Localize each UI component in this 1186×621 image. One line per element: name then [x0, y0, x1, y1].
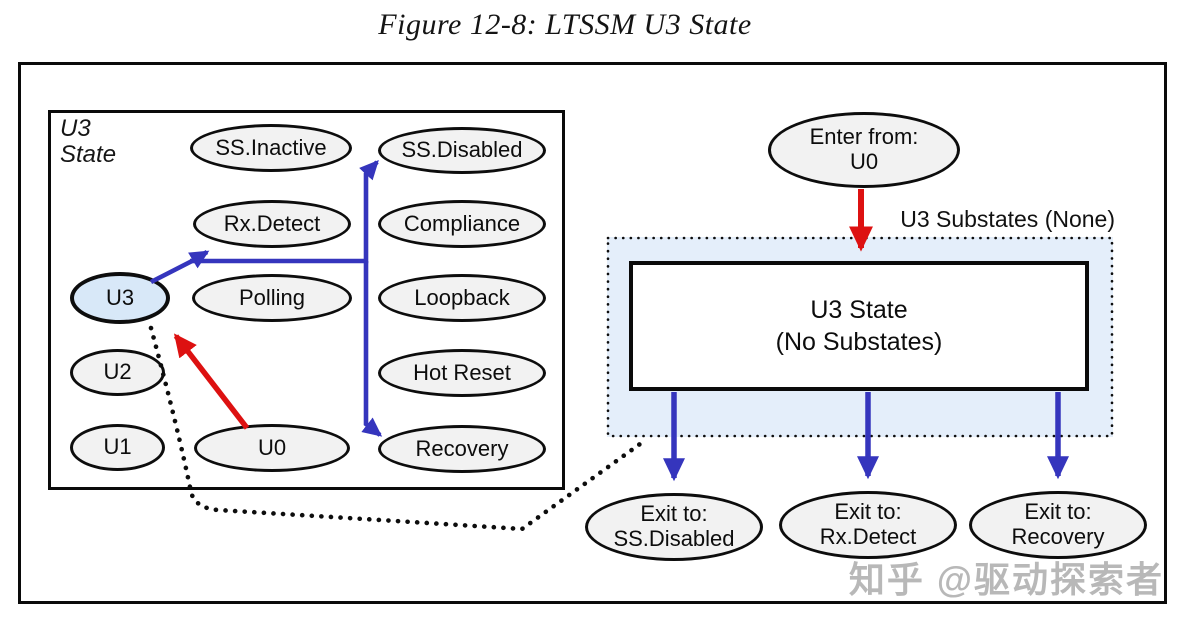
state-oval-ss-inactive: SS.Inactive	[190, 124, 352, 172]
u3-state-rect: U3 State (No Substates)	[629, 261, 1089, 391]
exit-oval-ss-disabled: Exit to: SS.Disabled	[585, 493, 763, 561]
state-oval-u1: U1	[70, 424, 165, 471]
state-oval-u3-highlighted: U3	[70, 272, 170, 324]
state-oval-polling: Polling	[192, 274, 352, 322]
enter-from-line2: U0	[849, 149, 879, 174]
exit-recovery-line2: Recovery	[1011, 524, 1105, 549]
left-box-title: U3 State	[60, 115, 117, 169]
exit-rx-detect-line1: Exit to:	[834, 499, 902, 525]
exit-oval-rx-detect: Exit to: Rx.Detect	[779, 491, 957, 559]
left-box-title-line2: State	[60, 141, 117, 169]
u3-state-rect-line1: U3 State	[810, 295, 908, 324]
state-oval-recovery: Recovery	[378, 425, 546, 473]
state-oval-rx-detect: Rx.Detect	[193, 200, 351, 248]
figure-title: Figure 12-8: LTSSM U3 State	[378, 8, 752, 41]
left-box-title-line1: U3	[60, 115, 91, 142]
substates-none-label: U3 Substates (None)	[900, 206, 1115, 232]
enter-from-oval: Enter from: U0	[768, 112, 960, 188]
state-oval-loopback: Loopback	[378, 274, 546, 322]
state-oval-u2: U2	[70, 349, 165, 396]
state-oval-hot-reset: Hot Reset	[378, 349, 546, 397]
state-oval-compliance: Compliance	[378, 200, 546, 248]
state-oval-u0: U0	[194, 424, 350, 472]
u3-state-rect-line2: (No Substates)	[775, 328, 943, 356]
exit-rx-detect-line2: Rx.Detect	[819, 524, 917, 549]
zhihu-watermark: 知乎 @驱动探索者	[848, 559, 1164, 600]
state-oval-ss-disabled: SS.Disabled	[378, 127, 546, 174]
exit-ss-disabled-line1: Exit to:	[640, 501, 708, 527]
exit-oval-recovery: Exit to: Recovery	[969, 491, 1147, 559]
exit-recovery-line1: Exit to:	[1024, 499, 1092, 525]
exit-ss-disabled-line2: SS.Disabled	[613, 526, 735, 551]
enter-from-line1: Enter from:	[809, 124, 919, 150]
